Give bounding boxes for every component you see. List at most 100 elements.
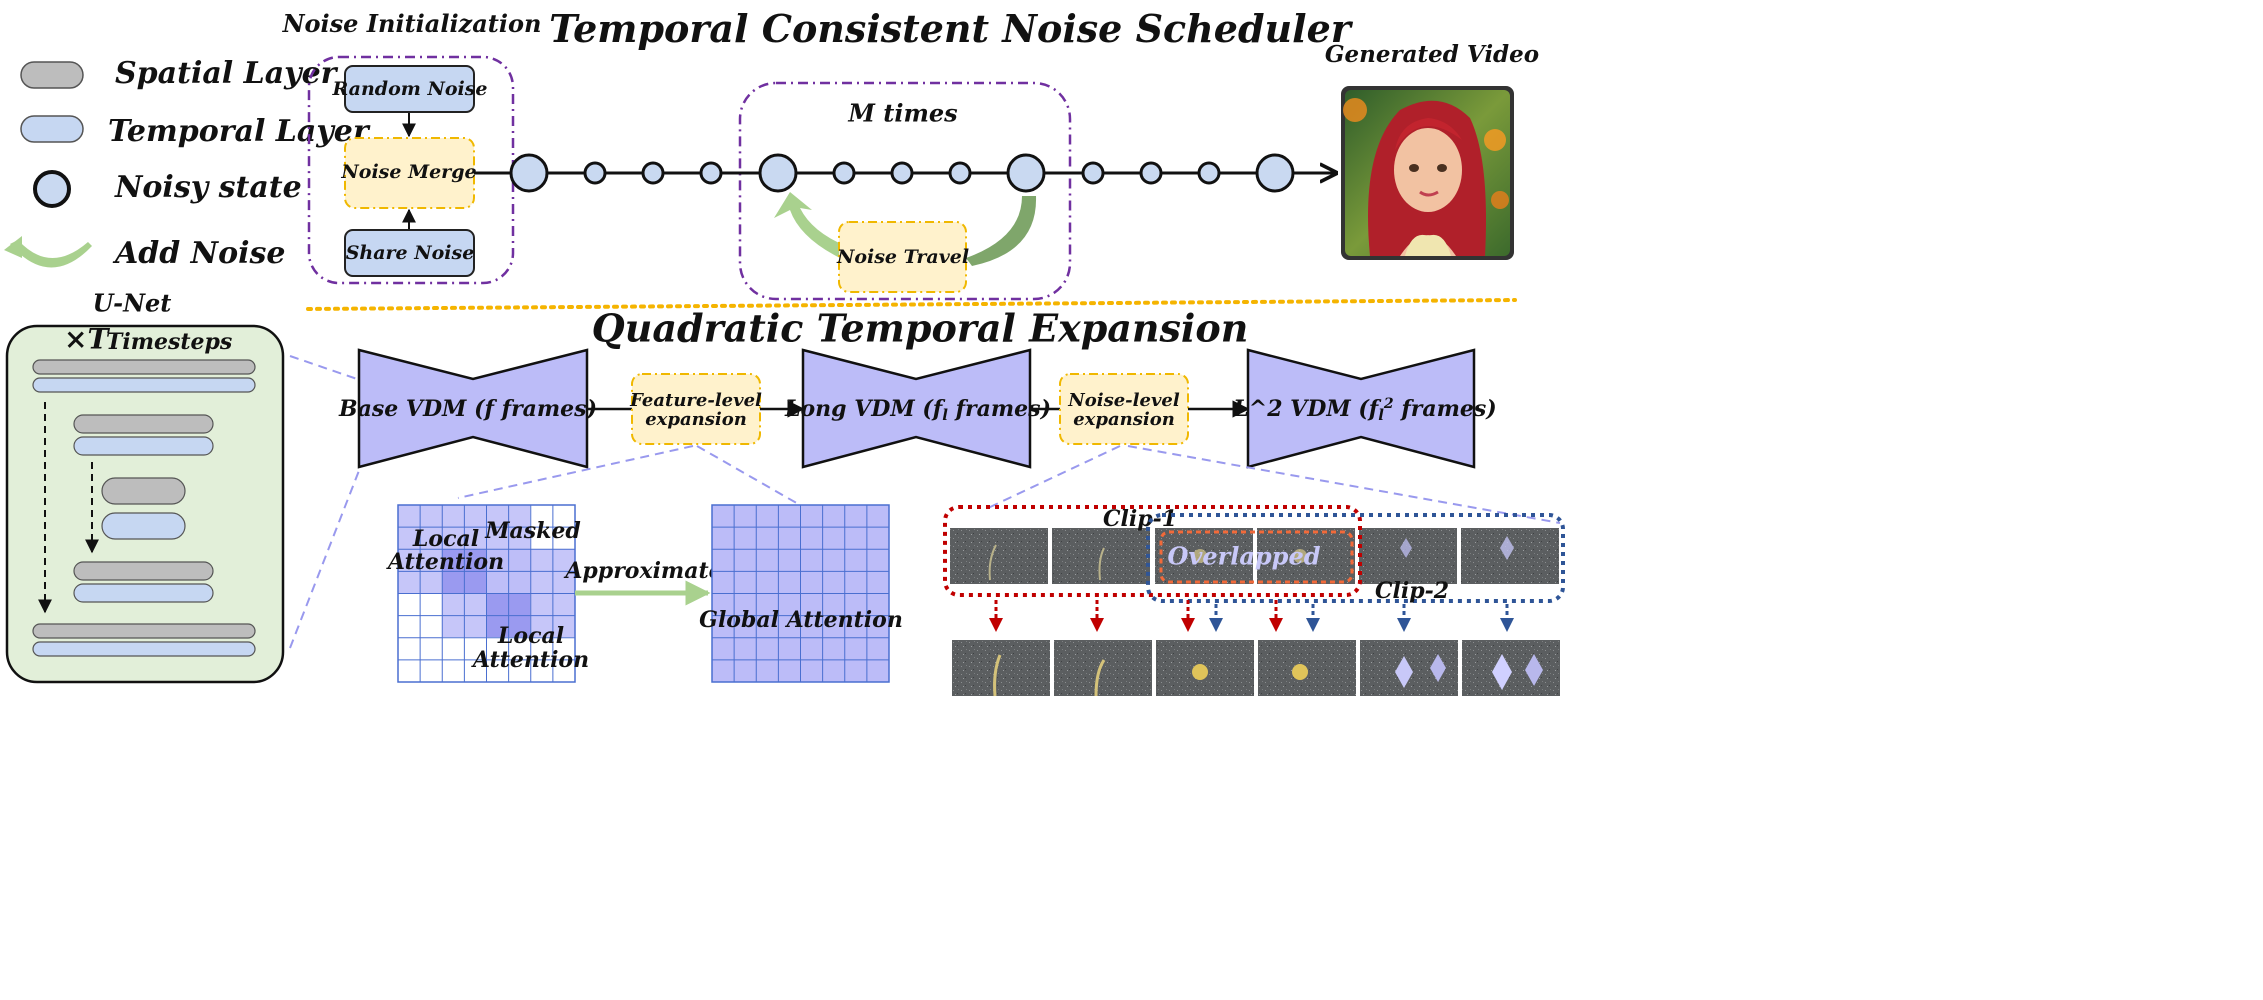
long-vdm-block <box>801 348 1032 469</box>
local-attention-1-line1: Local <box>412 526 479 552</box>
legend-add-noise-arrowhead <box>4 236 22 258</box>
local-attention-1-line2: Attention <box>386 549 504 575</box>
unet-spatial-layer <box>32 623 256 639</box>
m-times-box <box>738 81 1072 301</box>
state-node-small <box>890 161 914 185</box>
unet-temporal-layer <box>32 641 256 657</box>
unet-spatial-layer <box>73 414 214 434</box>
legend-noisy-state-icon <box>33 170 71 208</box>
noise-timeline <box>474 153 1336 193</box>
state-node-small <box>832 161 856 185</box>
clip2-arrow <box>1306 604 1320 632</box>
noise-expansion-line2: expansion <box>1073 409 1175 430</box>
unet-title: U-Net <box>93 289 172 318</box>
masked-label: Masked <box>484 518 581 544</box>
noise-link-line <box>1127 445 1561 524</box>
noise-initialization: Noise Initialization Random Noise Noise … <box>282 9 542 285</box>
feature-expansion-box <box>631 373 761 445</box>
feature-expansion-line1: Feature-level <box>629 390 762 411</box>
legend: Spatial Layer Temporal Layer Noisy state… <box>4 56 371 271</box>
section-separator <box>306 298 1517 311</box>
unet-temporal-layer <box>73 436 214 456</box>
legend-noisy-state-label: Noisy state <box>114 170 302 205</box>
state-node-small <box>583 161 607 185</box>
state-node-small <box>641 161 665 185</box>
generated-video-frame <box>1341 86 1514 260</box>
denoised-frame <box>1054 640 1152 696</box>
clip1-box <box>943 505 1362 597</box>
clip1-arrow <box>989 600 1003 632</box>
base-vdm-block <box>357 348 589 469</box>
unet-panel: ×T Timesteps <box>5 323 285 684</box>
legend-add-noise-icon <box>10 240 92 268</box>
noise-expansion-line1: Noise-level <box>1067 390 1180 411</box>
legend-spatial-swatch <box>20 61 84 89</box>
base-vdm-label: Base VDM (f frames) <box>338 396 597 422</box>
legend-add-noise-label: Add Noise <box>112 236 285 271</box>
expansion-pipeline: Base VDM (f frames) Feature-level expans… <box>338 348 1497 469</box>
clip1-arrow <box>1090 600 1104 632</box>
local-attention-overlap <box>486 593 530 637</box>
unet-spatial-layer <box>101 477 186 505</box>
unet-spatial-layer <box>73 561 214 581</box>
state-node-small <box>948 161 972 185</box>
unet-link-line <box>289 467 361 649</box>
legend-spatial-label: Spatial Layer <box>115 56 339 91</box>
denoised-frame <box>1462 640 1560 696</box>
long-vdm-label: Long VDM (fl frames) <box>784 396 1051 424</box>
clip1-arrow <box>1181 600 1195 632</box>
unet-temporal-layer <box>73 583 214 603</box>
m-times-label: M times <box>847 99 958 128</box>
legend-temporal-label: Temporal Layer <box>108 114 371 149</box>
clip2-arrow <box>1209 604 1223 632</box>
state-node-large <box>1006 153 1046 193</box>
unet-temporal-layer <box>32 377 256 393</box>
clip1-arrow <box>1269 600 1283 632</box>
feature-expansion-line2: expansion <box>645 409 747 430</box>
clip2-arrow <box>1397 604 1411 632</box>
clip1-label: Clip-1 <box>1103 506 1177 532</box>
share-noise-label: Share Noise <box>346 242 475 264</box>
unet-link-line <box>289 355 361 381</box>
state-node-large <box>758 153 798 193</box>
state-node-small <box>1139 161 1163 185</box>
denoised-frame <box>1258 640 1356 696</box>
local-attention-2-line2: Attention <box>471 647 589 673</box>
noise-expansion-box <box>1059 373 1189 445</box>
noise-merge-box <box>344 137 475 209</box>
local-attention-2-line1: Local <box>497 623 564 649</box>
local-attention-grid: Local Attention Masked Local Attention <box>386 504 589 683</box>
state-node-small <box>1081 161 1105 185</box>
noise-link-line <box>987 445 1121 509</box>
noise-frame <box>1359 528 1457 584</box>
state-node-large <box>509 153 549 193</box>
unet-spatial-layer <box>32 359 256 375</box>
share-noise-box <box>344 229 475 277</box>
random-noise-box <box>344 65 475 113</box>
scheduler-title: Temporal Consistent Noise Scheduler <box>549 6 1354 51</box>
generated-video-title: Generated Video <box>1325 41 1539 68</box>
clip2-label: Clip-2 <box>1375 578 1449 604</box>
noise-frame <box>1461 528 1559 584</box>
feature-link-line <box>457 445 694 499</box>
state-node-large <box>1255 153 1295 193</box>
noise-travel-box <box>838 221 967 293</box>
global-attention-label: Global Attention <box>699 607 903 633</box>
clip2-arrow <box>1500 604 1514 632</box>
expansion-title: Quadratic Temporal Expansion <box>592 306 1249 351</box>
state-node-small <box>699 161 723 185</box>
denoised-frame <box>952 640 1050 696</box>
noise-travel-label: Noise Travel <box>836 246 969 268</box>
noise-init-title: Noise Initialization <box>282 9 542 38</box>
clip-frames-bottom <box>952 640 1560 697</box>
overlapped-label: Overlapped <box>1167 542 1320 571</box>
unet-temporal-layer <box>101 512 186 540</box>
add-noise-return-arrow <box>774 192 846 258</box>
state-node-small <box>1197 161 1221 185</box>
noise-init-box <box>307 55 515 285</box>
legend-temporal-swatch <box>20 115 84 143</box>
noise-merge-label: Noise Merge <box>340 161 476 183</box>
noise-frame <box>950 528 1048 584</box>
clip-frames-top <box>950 528 1559 584</box>
random-noise-label: Random Noise <box>331 78 487 100</box>
